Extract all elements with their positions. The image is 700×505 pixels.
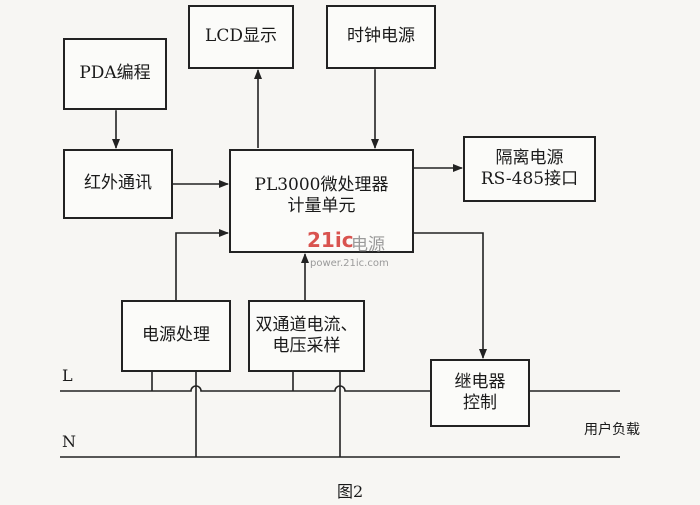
box-clock: 时钟电源 xyxy=(326,5,436,69)
box-relay: 继电器 控制 xyxy=(430,359,530,427)
box-pda: PDA编程 xyxy=(63,38,167,110)
box-power: 电源处理 xyxy=(121,300,231,372)
label-cpu-line2: 计量单元 xyxy=(287,196,356,217)
arrow-cpu-relay xyxy=(414,232,487,359)
label-isolation-line1: 隔离电源 xyxy=(495,147,564,168)
label-load: 用户负载 xyxy=(584,422,640,438)
box-isolation: 隔离电源 RS-485接口 xyxy=(463,136,596,202)
watermark-brand-cn: 电源 xyxy=(351,235,385,255)
label-relay-line2: 控制 xyxy=(463,393,497,413)
label-power: 电源处理 xyxy=(142,325,210,346)
arrow-power-cpu xyxy=(175,229,229,300)
label-ir: 红外通讯 xyxy=(84,173,152,194)
label-sampling-line2: 电压采样 xyxy=(272,336,341,356)
label-lcd: LCD显示 xyxy=(205,26,277,47)
label-isolation-line2: RS-485接口 xyxy=(480,169,579,189)
label-pda: PDA编程 xyxy=(79,63,151,84)
label-relay-line1: 继电器 xyxy=(454,371,506,392)
box-ir: 红外通讯 xyxy=(63,149,173,219)
figure-caption: 图2 xyxy=(337,482,364,501)
label-line-l: L xyxy=(62,366,73,385)
box-sampling: 双通道电流、 电压采样 xyxy=(248,300,365,372)
label-cpu-line1: PL3000微处理器 xyxy=(254,175,389,195)
label-sampling-line1: 双通道电流、 xyxy=(255,314,358,335)
label-line-n: N xyxy=(62,432,76,451)
line-l xyxy=(60,385,620,392)
label-clock: 时钟电源 xyxy=(347,26,415,47)
watermark-url: power.21ic.com xyxy=(310,258,389,269)
watermark-brand-21ic: 21ic xyxy=(307,228,354,252)
box-cpu: PL3000微处理器 计量单元 xyxy=(229,149,414,253)
box-lcd: LCD显示 xyxy=(188,5,294,69)
